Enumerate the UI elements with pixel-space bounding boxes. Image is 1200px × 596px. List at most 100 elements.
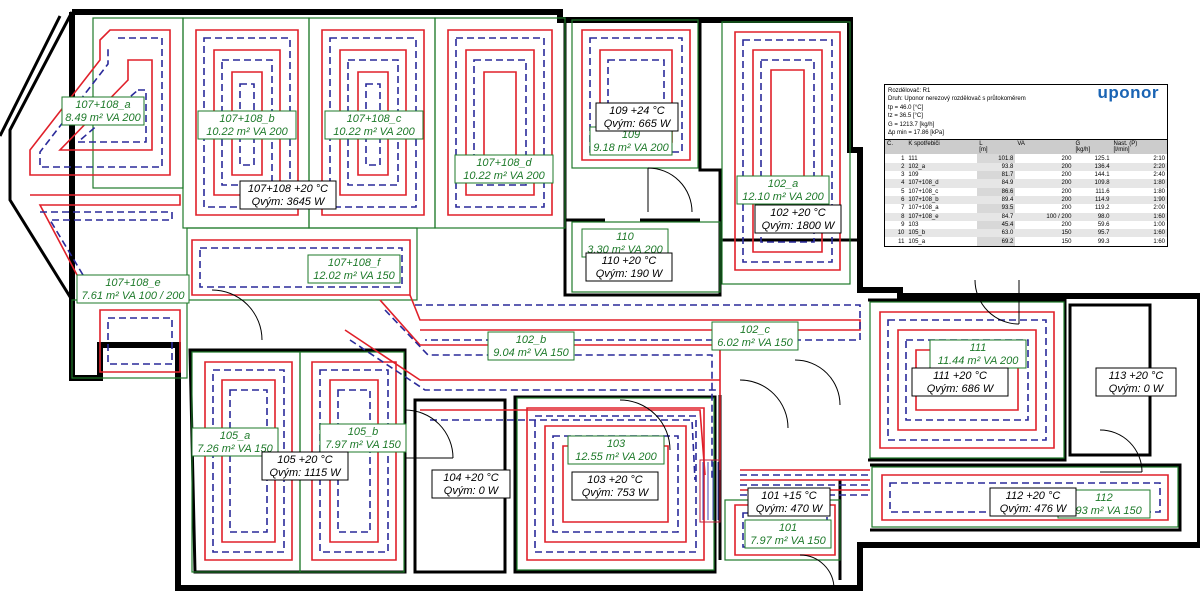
table-header-cell: K spotřebiči [906, 139, 978, 155]
table-cell: 84.7 [977, 212, 1016, 221]
table-header-cell: VA [1015, 139, 1074, 155]
table-cell: 7 [901, 205, 905, 212]
label-line: Qvým: 0 W [444, 485, 500, 497]
manifold-tz: tz = 36.5 [°C] [888, 113, 923, 120]
manifold-r1 [699, 459, 721, 523]
table-cell: 86.6 [977, 187, 1016, 196]
label-line: Qvým: 0 W [1109, 383, 1165, 395]
label-line: 10.22 m² VA 200 [463, 170, 545, 182]
label-box [319, 423, 407, 453]
table-cell: 107+108_d [906, 179, 978, 188]
label-box [567, 435, 665, 465]
label-line: 103 [607, 438, 626, 450]
label-box [989, 487, 1077, 517]
label-line: Qvým: 470 W [756, 503, 824, 515]
table-cell: 2:20 [1111, 162, 1167, 172]
z107108c-label: 107+108_c10.22 m² VA 200 [324, 110, 424, 140]
manifold-type: Druh: Uponor nerezový rozdělovač s průto… [888, 96, 1026, 103]
manifold-header: Rozdělovač: R1 Druh: Uponor nerezový roz… [885, 84, 1167, 139]
label-box [239, 180, 337, 210]
label-box [487, 331, 575, 361]
label-line: 9.04 m² VA 150 [493, 347, 569, 359]
label-box [1095, 367, 1177, 397]
table-cell: 150 [1061, 238, 1072, 245]
table-cell: 107+108_c [908, 188, 939, 195]
zone-outlines [71, 17, 1179, 573]
z107108b-label: 107+108_b10.22 m² VA 200 [197, 110, 297, 140]
table-cell: 136.4 [1073, 162, 1112, 172]
label-box [61, 96, 145, 126]
manifold-table: Rozdělovač: R1 Druh: Uponor nerezový roz… [884, 84, 1168, 247]
table-cell: 200 [1015, 195, 1074, 205]
label-box [747, 487, 831, 517]
z107108a-label: 107+108_a8.49 m² VA 200 [61, 96, 145, 126]
table-cell: 2 [885, 162, 907, 172]
table-cell: 6 [885, 195, 907, 205]
label-box [736, 175, 830, 205]
table-cell: 101.8 [977, 154, 1016, 163]
table-cell: 1 [901, 155, 905, 162]
z107108e-label: 107+108_e7.61 m² VA 100 / 200 [76, 274, 190, 304]
label-line: 102 +20 °C [770, 207, 826, 219]
label-line: 7.61 m² VA 100 / 200 [82, 290, 186, 302]
label-line: 10.22 m² VA 200 [333, 126, 415, 138]
label-line: 104 +20 °C [443, 472, 499, 484]
manifold-tp: tp = 46.0 [°C] [888, 104, 924, 111]
label-box [595, 102, 679, 132]
table-cell: 111.6 [1095, 188, 1110, 195]
table-cell: 63.0 [977, 229, 1016, 238]
label-line: 9.18 m² VA 200 [593, 142, 669, 154]
manifold-circuits-table: Č. K spotřebiči L[m]VA G[kg/h]Nast. (P)[… [885, 139, 1167, 246]
table-cell: 1:90 [1111, 195, 1167, 205]
label-line: 101 +15 °C [761, 490, 817, 502]
table-cell: 98.0 [1073, 212, 1112, 221]
label-line: 12.55 m² VA 200 [575, 451, 657, 463]
label-line: 102_b [516, 334, 547, 346]
label-line: 11.44 m² VA 200 [938, 355, 1020, 367]
label-line: 109 [622, 129, 640, 141]
table-cell: 1:80 [1111, 179, 1167, 188]
label-line: 103 +20 °C [587, 474, 643, 486]
label-line: 102_c [740, 324, 770, 336]
label-line: Qvým: 190 W [596, 268, 664, 280]
table-cell: 200 [1015, 162, 1074, 172]
table-cell: 95.7 [1073, 229, 1112, 238]
table-cell: 1:60 [1111, 212, 1167, 221]
table-cell: 125.1 [1094, 155, 1110, 162]
label-line: 105_b [348, 426, 379, 438]
z102c-label: 102_c6.02 m² VA 150 [711, 321, 799, 351]
table-cell: 200 [1061, 221, 1072, 228]
table-cell: 9 [901, 221, 905, 228]
label-line: 12.02 m² VA 150 [313, 270, 395, 282]
label-box [261, 451, 349, 481]
table-cell: 102_a [906, 162, 978, 172]
label-box [754, 204, 842, 234]
label-line: 112 [1095, 492, 1113, 504]
table-cell: 3 [901, 172, 905, 179]
table-cell: 150 [1015, 229, 1074, 238]
label-line: 105_a [220, 430, 251, 442]
label-box [76, 274, 190, 304]
label-line: 7.93 m² VA 150 [1066, 505, 1142, 517]
label-box [324, 110, 424, 140]
table-cell: 4 [885, 179, 907, 188]
label-line: 107+108_b [219, 113, 274, 125]
label-line: 8.49 m² VA 200 [65, 112, 141, 124]
table-cell: 69.2 [977, 237, 1016, 246]
